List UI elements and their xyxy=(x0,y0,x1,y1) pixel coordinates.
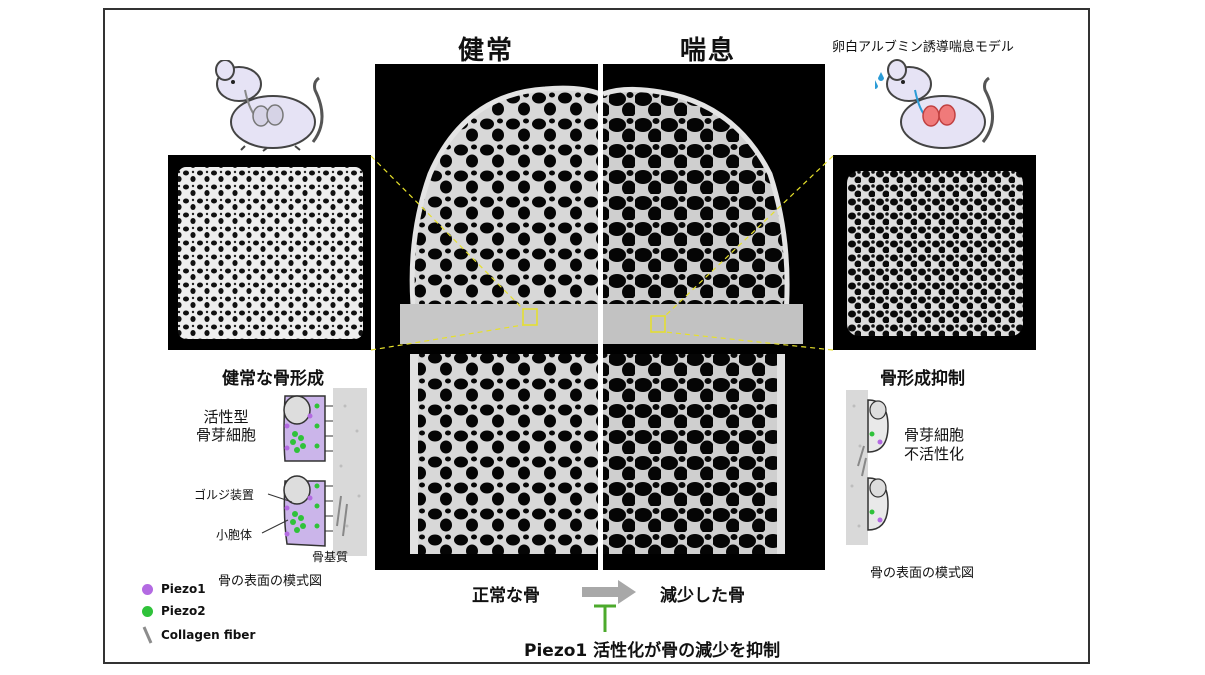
suppressed-bone-formation-caption: 骨形成抑制 xyxy=(880,369,965,389)
right-surface-schematic-caption: 骨の表面の模式図 xyxy=(870,566,975,581)
left-surface-schematic-caption: 骨の表面の模式図 xyxy=(218,574,323,589)
bone-matrix-label: 骨基質 xyxy=(312,550,349,564)
femur-ct-section xyxy=(375,64,825,570)
reduced-bone-label: 減少した骨 xyxy=(660,586,745,606)
collagen-fiber-icon xyxy=(142,626,153,644)
healthy-bone-surface-schematic xyxy=(283,388,367,556)
inactive-bone-surface-schematic xyxy=(846,390,889,545)
healthy-bone-formation-caption: 健常な骨形成 xyxy=(222,369,324,389)
asthma-mouse-illustration xyxy=(875,59,994,149)
legend-piezo1: Piezo1 xyxy=(142,582,206,596)
model-label: 卵白アルブミン誘導喘息モデル xyxy=(832,40,1014,55)
active-osteoblast-label: 活性型 骨芽細胞 xyxy=(196,408,257,444)
conclusion-piezo1: Piezo1 xyxy=(524,641,588,661)
piezo2-dot-icon xyxy=(142,605,153,617)
inhibition-icon xyxy=(594,604,616,632)
inactive-osteoblast-label: 骨芽細胞 不活性化 xyxy=(904,426,965,463)
transition-arrow-icon xyxy=(582,580,636,604)
legend-piezo1-label: Piezo1 xyxy=(161,582,206,596)
healthy-mouse-illustration xyxy=(215,60,324,152)
legend-collagen-label: Collagen fiber xyxy=(161,628,256,642)
asthma-trabecular-cube xyxy=(833,155,1036,350)
title-asthma: 喘息 xyxy=(680,36,737,66)
title-healthy: 健常 xyxy=(458,36,515,66)
vesicle-label: 小胞体 xyxy=(216,528,253,542)
legend-piezo2: Piezo2 xyxy=(142,604,206,618)
legend-collagen: Collagen fiber xyxy=(142,626,255,644)
healthy-trabecular-cube xyxy=(168,155,371,350)
normal-bone-label: 正常な骨 xyxy=(472,586,540,606)
conclusion-body: 活性化が骨の減少を抑制 xyxy=(593,641,781,661)
golgi-label: ゴルジ装置 xyxy=(194,488,255,502)
legend-piezo2-label: Piezo2 xyxy=(161,604,206,618)
conclusion-text: Piezo1 活性化が骨の減少を抑制 xyxy=(524,636,780,661)
piezo1-dot-icon xyxy=(142,583,153,595)
